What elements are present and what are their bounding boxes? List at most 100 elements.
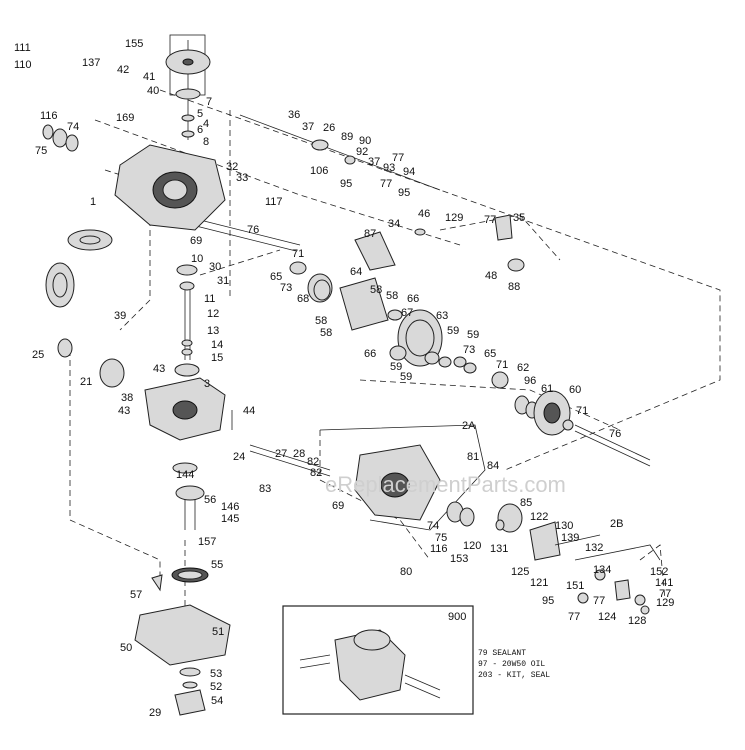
part-label: 34 <box>388 218 400 230</box>
part-label: 88 <box>508 281 520 293</box>
part-label: 59 <box>447 325 459 337</box>
brake-parts <box>311 139 525 272</box>
part-label: 48 <box>485 270 497 282</box>
part-label: 77 <box>659 588 671 600</box>
part-label: 63 <box>436 310 448 322</box>
part-label: 141 <box>655 577 673 589</box>
part-label: 39 <box>114 310 126 322</box>
part-label: 52 <box>210 681 222 693</box>
part-label: 106 <box>310 165 328 177</box>
part-label: 15 <box>211 352 223 364</box>
part-label: 2B <box>610 518 623 530</box>
part-label: 125 <box>511 566 529 578</box>
inset-note-2: 97 - 20W50 OIL <box>478 660 545 669</box>
part-label: 61 <box>541 383 553 395</box>
part-label: 73 <box>280 282 292 294</box>
part-label: 54 <box>211 695 223 707</box>
part-label: 122 <box>530 511 548 523</box>
linkage-2b <box>529 521 661 615</box>
part-label: 85 <box>520 497 532 509</box>
part-label: 152 <box>650 566 668 578</box>
part-label: 75 <box>435 532 447 544</box>
part-label: 124 <box>598 611 616 623</box>
part-label: 5 <box>197 108 203 120</box>
part-label: 75 <box>35 145 47 157</box>
part-label: 81 <box>467 451 479 463</box>
part-label: 95 <box>398 187 410 199</box>
part-label: 76 <box>247 224 259 236</box>
part-label: 82 <box>307 456 319 468</box>
part-label: 59 <box>467 329 479 341</box>
part-label: 94 <box>403 166 415 178</box>
part-label: 111 <box>14 42 31 54</box>
part-label: 71 <box>496 359 508 371</box>
part-label: 82 <box>310 467 322 479</box>
part-label: 65 <box>270 271 282 283</box>
part-label: 41 <box>143 71 155 83</box>
part-label: 129 <box>445 212 463 224</box>
part-label: 3 <box>204 378 210 390</box>
part-label: 60 <box>569 384 581 396</box>
part-label: 62 <box>517 362 529 374</box>
part-label: 58 <box>370 284 382 296</box>
part-label: 7 <box>206 96 212 108</box>
part-label: 26 <box>323 122 335 134</box>
watermark: eReplacementParts.com <box>325 472 566 497</box>
part-label: 121 <box>530 577 548 589</box>
part-label: 169 <box>116 112 134 124</box>
part-label: 95 <box>542 595 554 607</box>
part-label: 153 <box>450 553 468 565</box>
left-bearings <box>45 229 125 388</box>
part-label: 157 <box>198 536 216 548</box>
center-column-parts <box>174 264 200 377</box>
part-label: 93 <box>383 162 395 174</box>
part-label: 73 <box>463 344 475 356</box>
part-label: 134 <box>593 564 611 576</box>
part-label: 28 <box>293 448 305 460</box>
part-label: 21 <box>80 376 92 388</box>
part-label: 58 <box>386 290 398 302</box>
part-label: 155 <box>125 38 143 50</box>
part-label: 66 <box>407 293 419 305</box>
part-label: 4 <box>203 118 209 130</box>
part-label: 151 <box>566 580 584 592</box>
part-label: 74 <box>427 520 439 532</box>
part-label: 44 <box>243 405 255 417</box>
part-label: 33 <box>236 172 248 184</box>
part-label: 145 <box>221 513 239 525</box>
part-label: 68 <box>297 293 309 305</box>
shafts <box>184 40 651 477</box>
fan-assembly <box>165 34 211 138</box>
part-label: 24 <box>233 451 245 463</box>
part-label: 51 <box>212 626 224 638</box>
inset-note-3: 203 - KIT, SEAL <box>478 671 550 680</box>
part-label: 77 <box>484 214 496 226</box>
part-label: 129 <box>656 597 674 609</box>
upper-housing <box>42 124 226 231</box>
part-label: 12 <box>207 308 219 320</box>
part-label: 53 <box>210 668 222 680</box>
part-label: 50 <box>120 642 132 654</box>
center-block <box>144 377 233 441</box>
part-label: 58 <box>320 327 332 339</box>
part-label: 11 <box>204 293 215 305</box>
part-label: 116 <box>430 543 448 555</box>
part-label: 89 <box>341 131 353 143</box>
part-label: 69 <box>190 235 202 247</box>
part-callouts: 111 110 137 42 41 40 155 7 5 4 6 8 169 1… <box>14 38 674 719</box>
part-label: 46 <box>418 208 430 220</box>
part-label: 80 <box>400 566 412 578</box>
part-label: 1 <box>90 196 96 208</box>
part-label: 137 <box>82 57 100 69</box>
part-label: 139 <box>561 532 579 544</box>
part-label: 32 <box>226 161 238 173</box>
part-label: 92 <box>356 146 368 158</box>
part-label: 120 <box>463 540 481 552</box>
part-label: 35 <box>513 212 525 224</box>
part-label: 30 <box>209 261 221 273</box>
part-label: 38 <box>121 392 133 404</box>
part-label: 8 <box>203 136 209 148</box>
inset-number: 900 <box>448 611 466 623</box>
part-label: 37 <box>302 121 314 133</box>
